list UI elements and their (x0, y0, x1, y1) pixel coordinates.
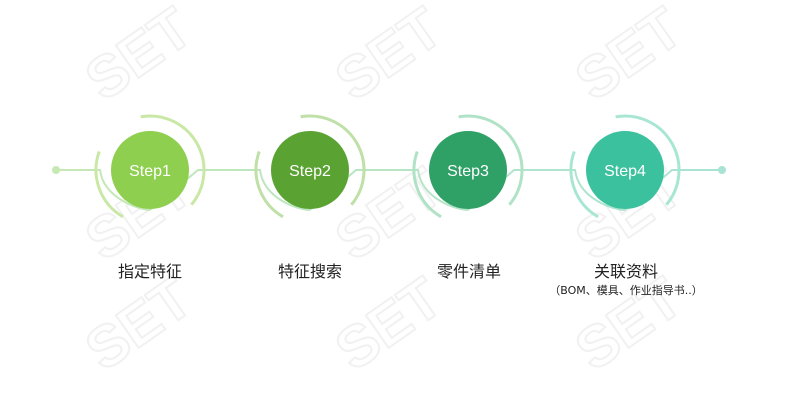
step3-inner-arc (412, 151, 442, 219)
watermark-logo: SET (564, 0, 694, 113)
step3-node: Step3 (412, 114, 524, 219)
step2-inner-arc (254, 151, 284, 219)
watermark-logo: SET (74, 265, 204, 383)
step2-node: Step2 (254, 114, 366, 219)
step4-label: Step4 (604, 163, 646, 180)
step2-circle (271, 131, 349, 209)
timeline-start-dot (52, 166, 60, 174)
step3-label: Step3 (447, 163, 489, 180)
steps-layer: Step1 Step2 Step3 Step4 (94, 114, 681, 219)
step4-subtitle: （BOM、模具、作业指导书..） (549, 284, 703, 297)
step1-node: Step1 (94, 114, 206, 219)
step1-outer-arc (140, 114, 206, 206)
step4-outer-arc (615, 114, 681, 206)
step3-outer-arc (458, 114, 524, 206)
step3-title: 零件清单 (436, 262, 501, 281)
step1-label: Step1 (129, 163, 171, 180)
step1-title: 指定特征 (117, 262, 182, 281)
watermark-logo: SET (74, 0, 204, 113)
step2-title: 特征搜索 (277, 262, 342, 281)
step4-title: 关联资料 (593, 262, 658, 281)
step4-circle (586, 131, 664, 209)
step2-outer-arc (300, 114, 366, 206)
step4-node: Step4 (569, 114, 681, 219)
step3-circle (429, 131, 507, 209)
step4-inner-arc (569, 151, 599, 219)
step1-inner-arc (94, 151, 124, 219)
watermark-logo: SET (324, 0, 454, 113)
step2-label: Step2 (289, 163, 331, 180)
timeline-end-dot (718, 166, 726, 174)
timeline-line (56, 169, 722, 211)
watermark-logo: SET (324, 265, 454, 383)
step1-circle (111, 131, 189, 209)
